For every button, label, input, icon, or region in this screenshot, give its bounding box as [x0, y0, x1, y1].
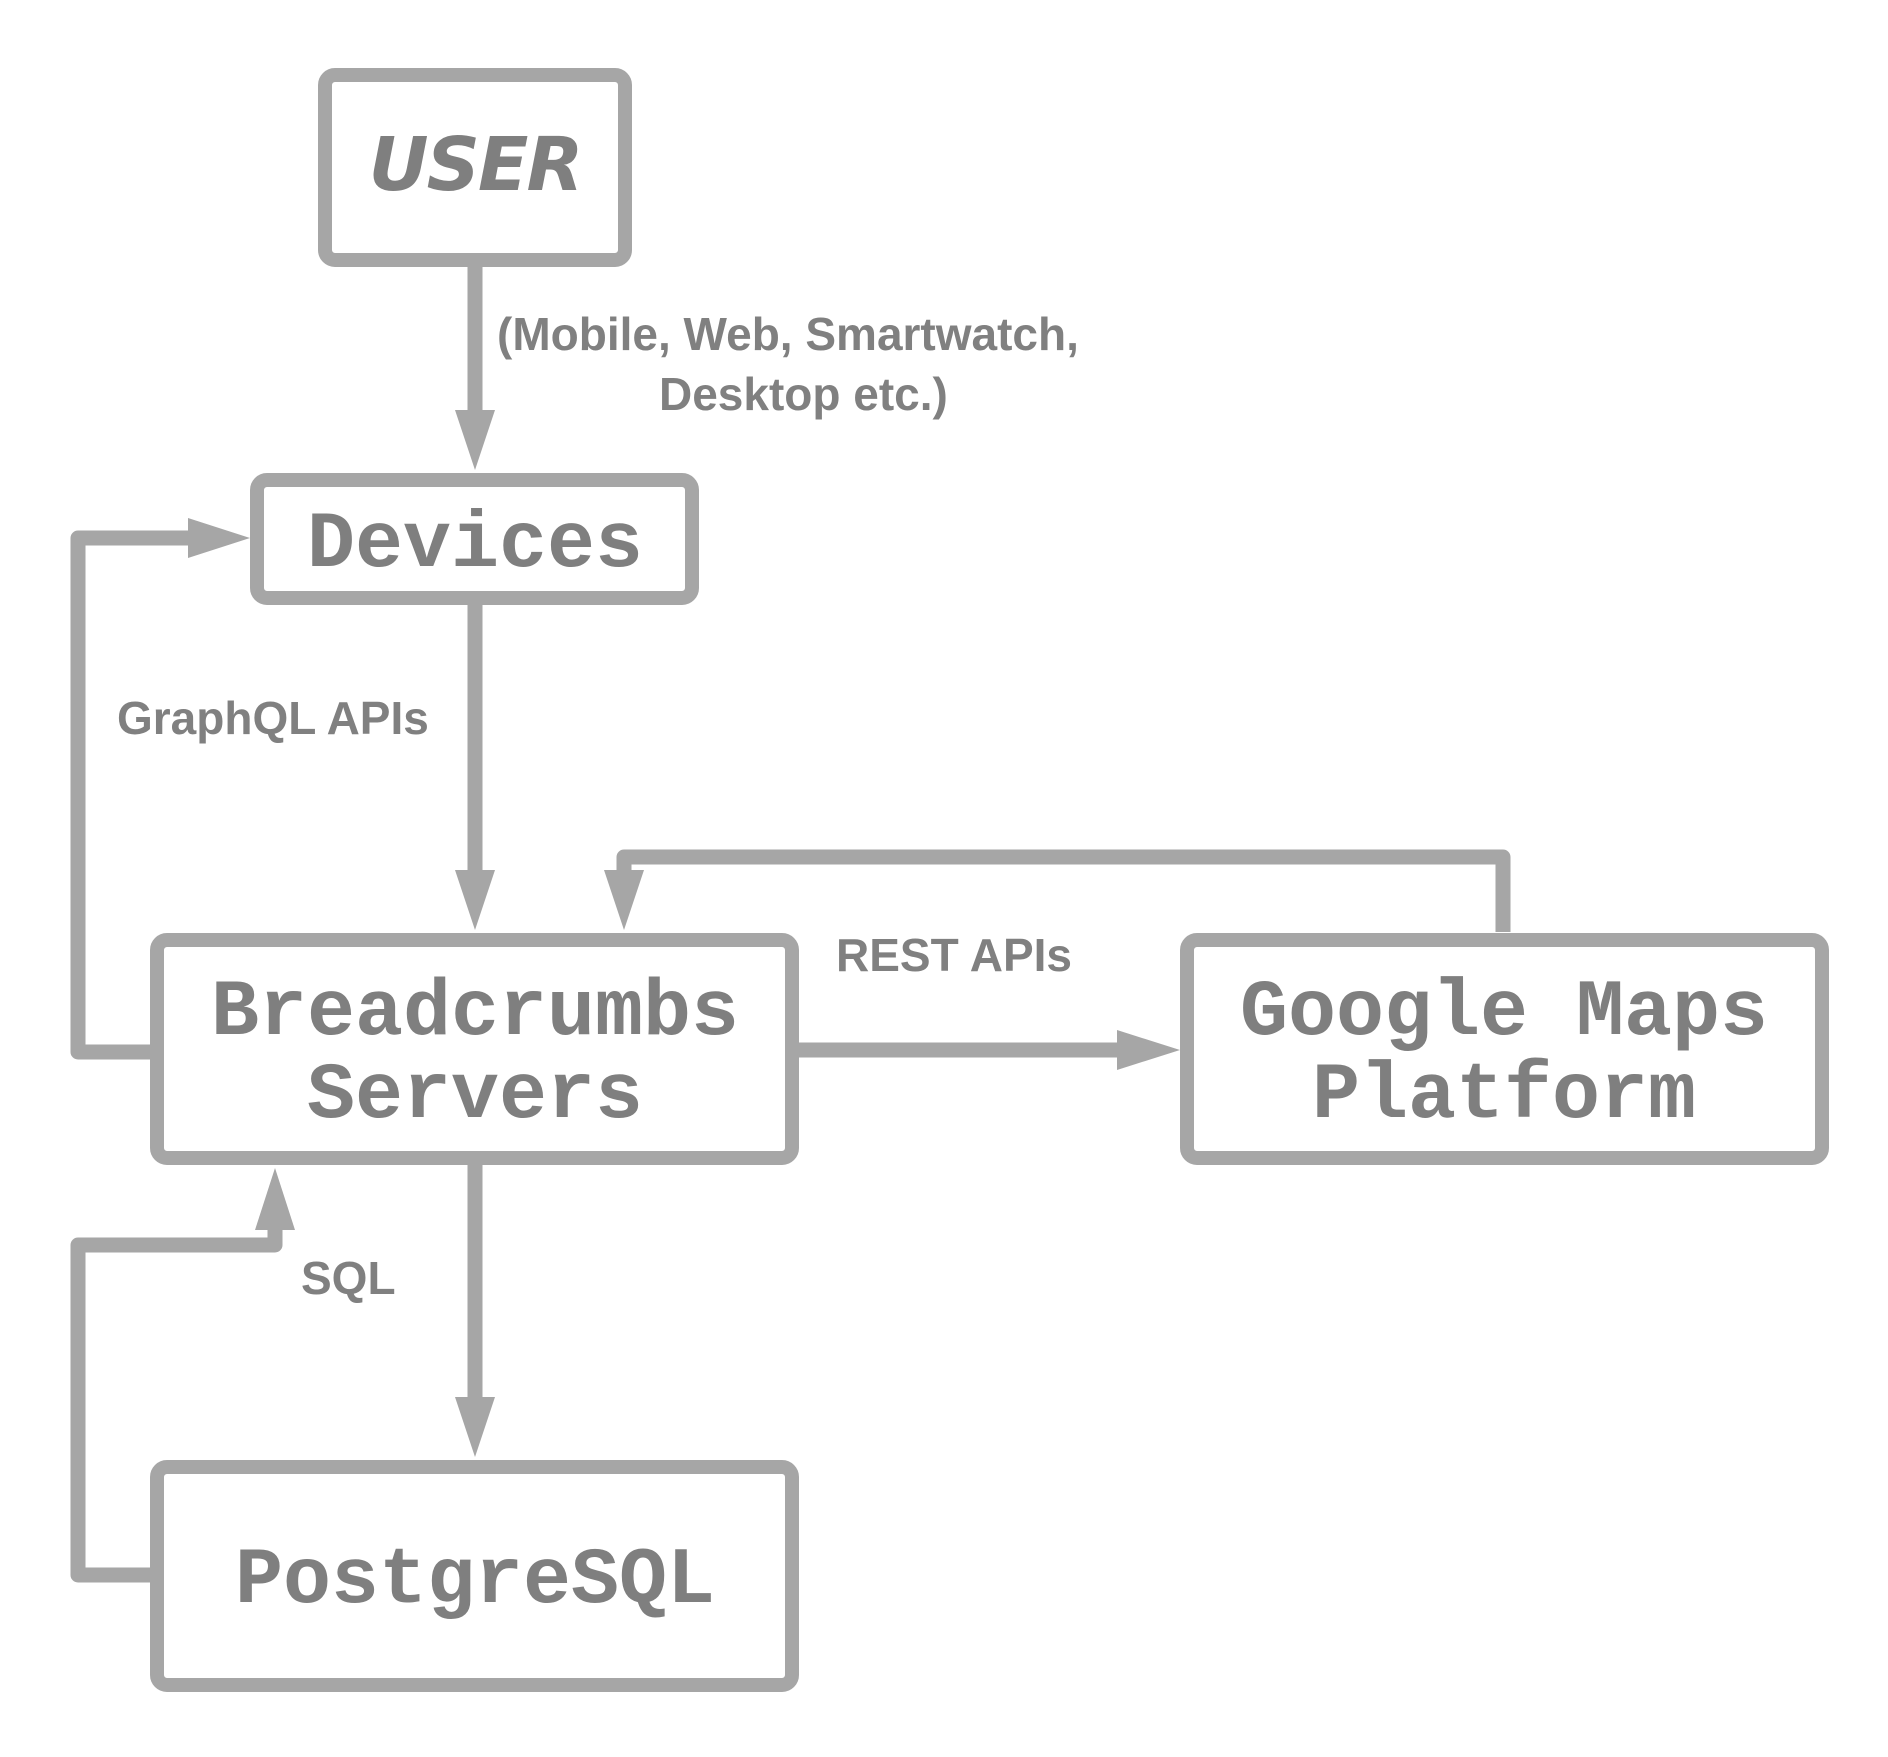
node-user-label: USER — [369, 122, 582, 208]
node-user: USER — [318, 68, 632, 267]
edge-label-device-types-line2: Desktop etc.) — [659, 368, 948, 420]
edge-label-rest: REST APIs — [836, 929, 1072, 981]
node-google-maps-platform: Google Maps Platform — [1180, 933, 1829, 1165]
edge-label-graphql: GraphQL APIs — [117, 692, 429, 744]
node-breadcrumbs-servers: Breadcrumbs Servers — [150, 933, 799, 1165]
node-devices: Devices — [250, 473, 699, 605]
node-postgresql: PostgreSQL — [150, 1460, 799, 1692]
node-devices-label: Devices — [307, 500, 643, 591]
node-maps-label-line1: Google Maps — [1240, 968, 1768, 1059]
edge-maps-to-servers — [616, 849, 1511, 932]
edge-labels: (Mobile, Web, Smartwatch, Desktop etc.) … — [117, 308, 1079, 1304]
arrowhead-devices-top — [455, 410, 495, 470]
arrowhead-servers-top-right — [604, 870, 644, 930]
arrowhead-devices-left — [188, 518, 250, 558]
arrowhead-servers-bottom — [255, 1168, 295, 1230]
edge-label-device-types-line1: (Mobile, Web, Smartwatch, — [497, 308, 1079, 360]
arrowhead-postgres-top — [455, 1397, 495, 1457]
node-servers-label-line1: Breadcrumbs — [211, 968, 739, 1059]
arrowhead-maps-left — [1117, 1030, 1180, 1070]
node-postgres-label: PostgreSQL — [235, 1536, 715, 1627]
edge-label-sql: SQL — [301, 1252, 396, 1304]
edge-servers-to-devices — [70, 530, 197, 1060]
arrowhead-servers-top — [455, 870, 495, 930]
node-maps-label-line2: Platform — [1312, 1051, 1696, 1142]
edge-postgres-to-servers — [70, 1222, 283, 1583]
node-servers-label-line2: Servers — [307, 1051, 643, 1142]
connectors — [70, 265, 1511, 1583]
